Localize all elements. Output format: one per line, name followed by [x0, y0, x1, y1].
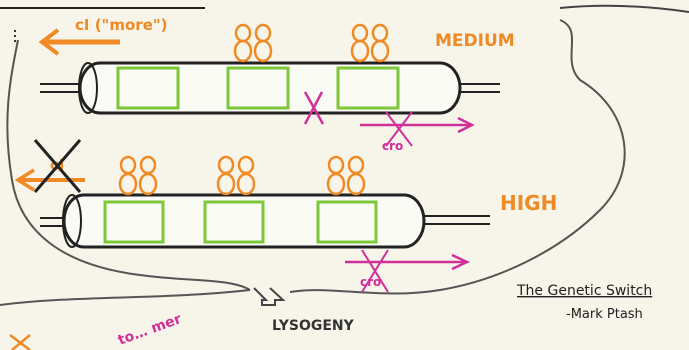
credit-title: The Genetic Switch [516, 283, 652, 299]
medium-label: MEDIUM [435, 31, 515, 51]
repressor-dimer-icon [352, 25, 388, 61]
repressor-dimer-icon [218, 157, 254, 194]
bottom-x-icon [10, 335, 30, 350]
lysogeny-label: LYSOGENY [272, 318, 355, 334]
repressor-dimer-icon [120, 157, 156, 194]
blocked-x-icon [35, 140, 80, 192]
ci-more-label: cI ("more") [75, 16, 168, 34]
cro-label-bottom: cro [360, 275, 381, 289]
repressor-dimer-icon [328, 157, 364, 194]
cro-label-top: cro [382, 139, 403, 153]
lysogeny-arrow-icon [254, 288, 283, 305]
cloud-outline [7, 20, 624, 294]
repressor-dimer-icon [235, 25, 271, 61]
high-label: HIGH [500, 191, 557, 215]
header-underline-right [560, 6, 689, 12]
bottom-cloud-fragment [0, 290, 250, 305]
bottom-fragment-text: to… mer [116, 311, 184, 349]
credit-author: -Mark Ptash [566, 307, 643, 322]
dna-tube-medium [80, 63, 460, 113]
